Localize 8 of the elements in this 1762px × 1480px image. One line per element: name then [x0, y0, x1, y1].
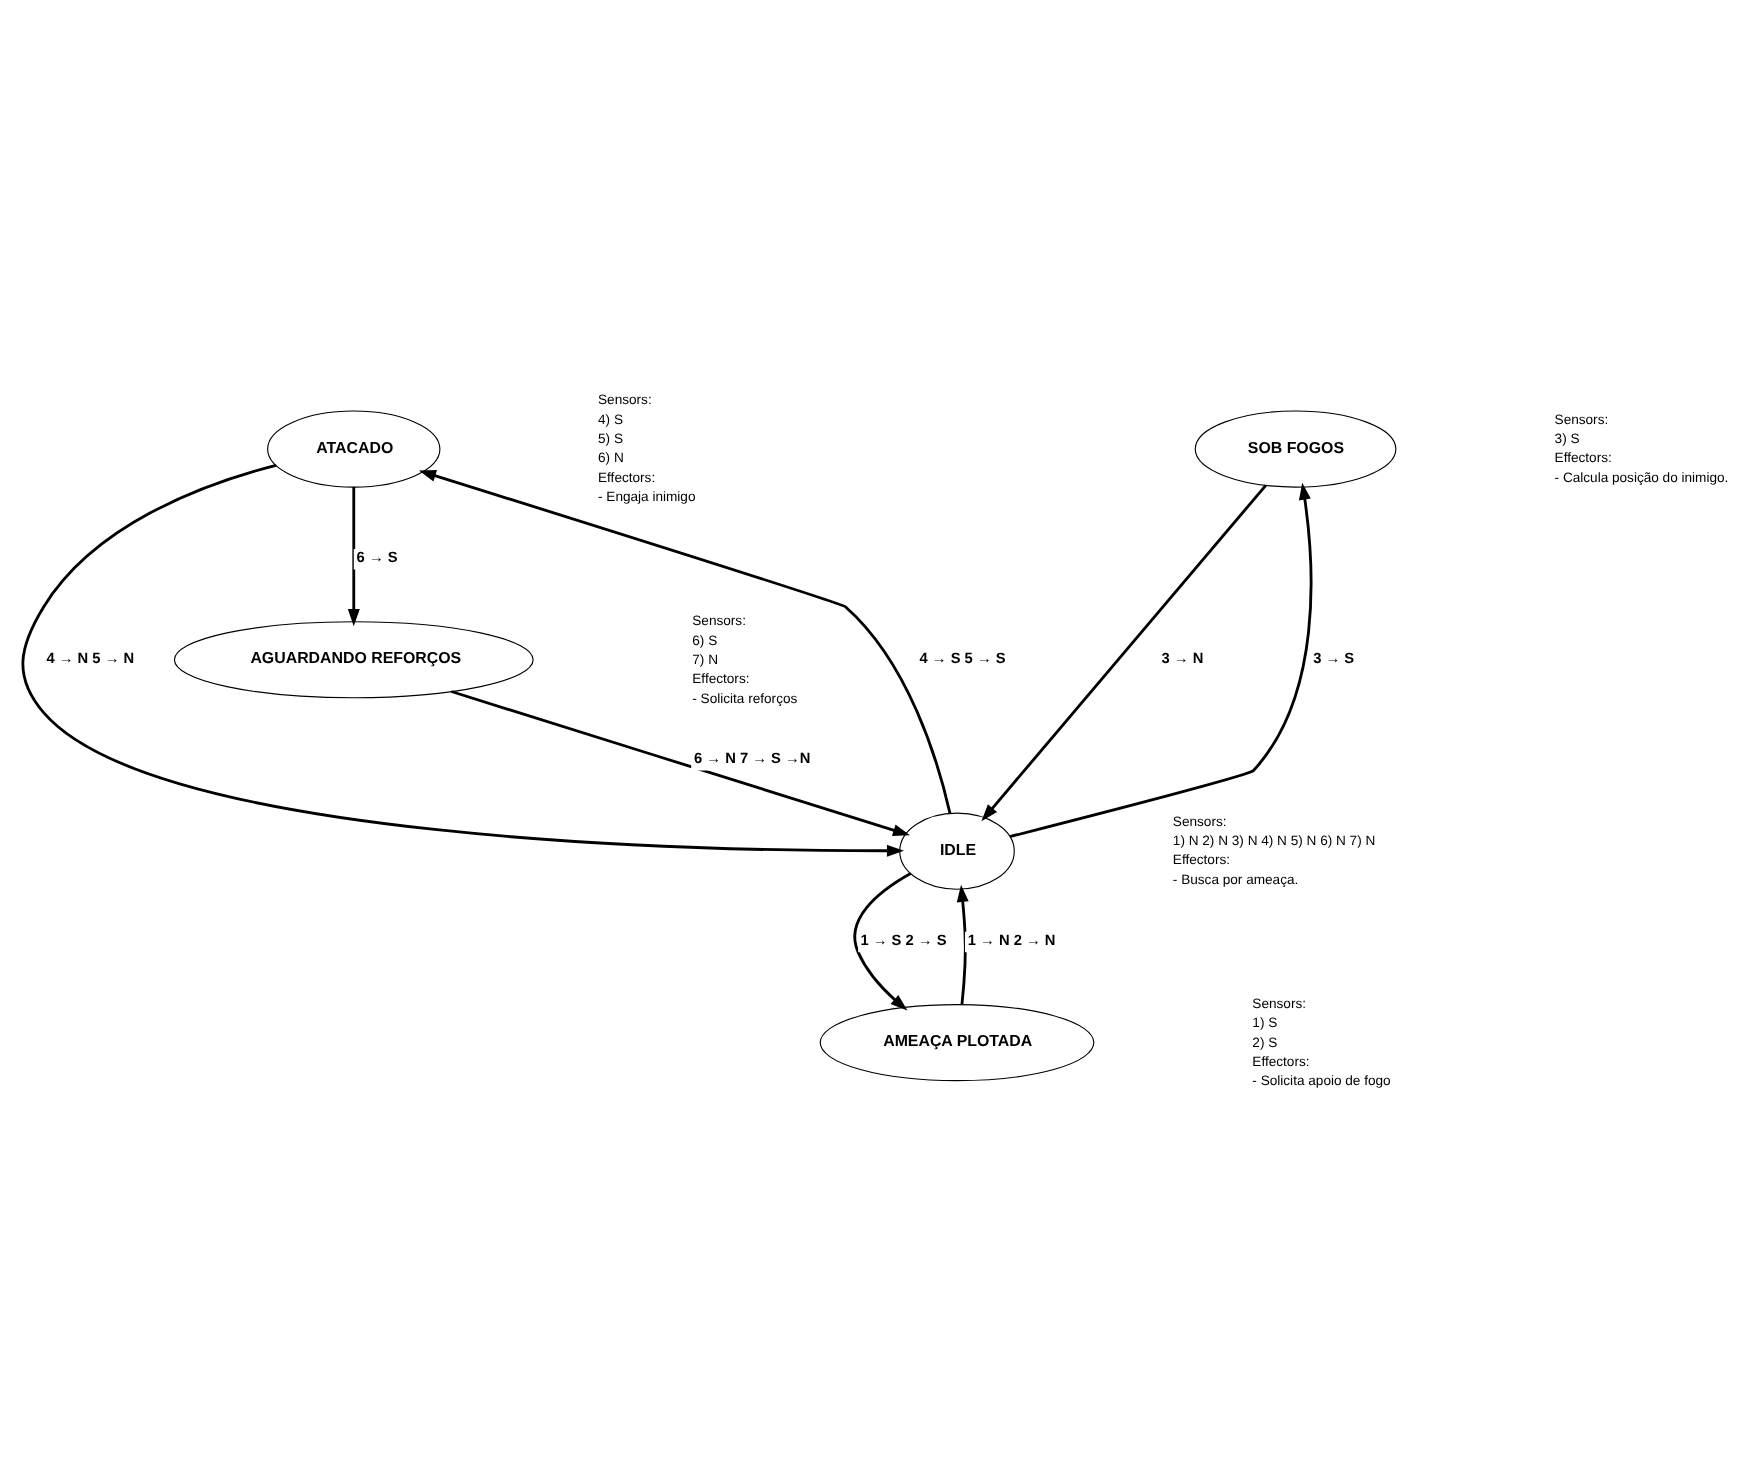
arrow: [449, 689, 910, 835]
arrow: [852, 871, 911, 1010]
arrow: [20, 463, 904, 856]
arrow: [346, 485, 359, 626]
arrow: [1008, 481, 1312, 838]
arrow: [955, 883, 968, 1004]
arrow: [417, 468, 951, 813]
arrow: [980, 483, 1266, 821]
